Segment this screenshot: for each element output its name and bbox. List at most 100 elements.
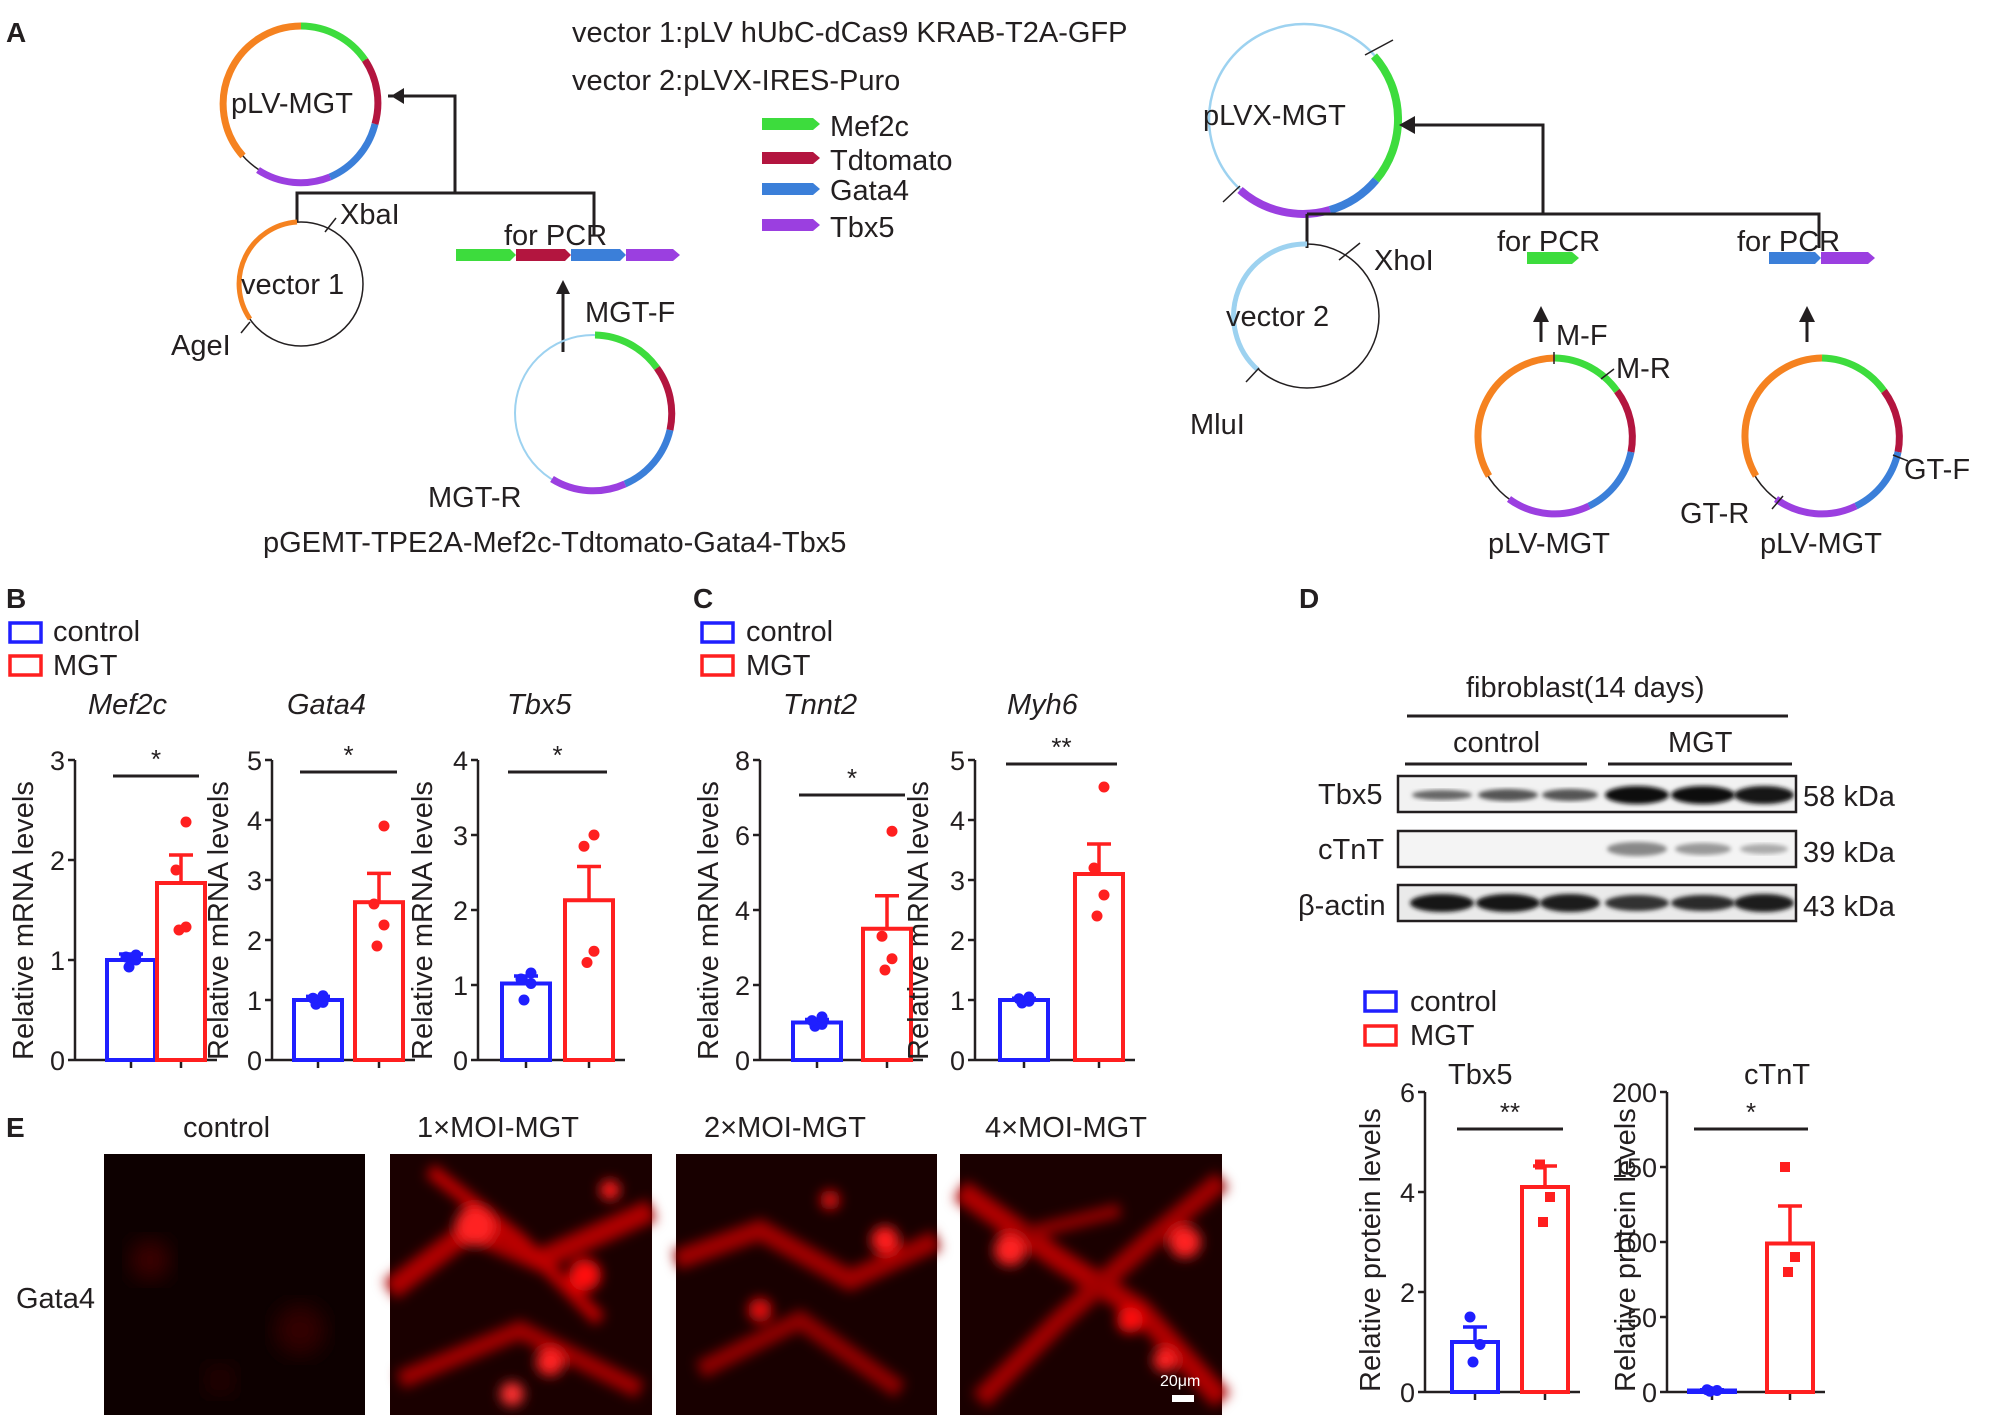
y-tick-label: 4	[950, 806, 965, 836]
data-point	[1023, 991, 1035, 1003]
blot-row-ctnt: cTnT 39 kDa	[1318, 829, 1896, 869]
blot-row-label: cTnT	[1318, 834, 1384, 866]
data-point	[1013, 993, 1025, 1005]
for-pcr-label: for PCR	[504, 220, 607, 252]
segment-purple	[550, 475, 627, 495]
plasmid-vector1: vector 1 XbaI AgeI	[171, 199, 400, 362]
data-point	[879, 964, 891, 976]
plasmid-pgemt: MGT-F MGT-R pGEMT-TPE2A-Mef2c-Tdtomato-G…	[263, 297, 846, 559]
plv-mgt-small-label-1: pLV-MGT	[1488, 528, 1610, 560]
bar-MGT	[563, 898, 615, 1062]
legend-swatch-control	[8, 621, 43, 644]
significance-marker: *	[847, 763, 857, 793]
data-point	[1780, 1162, 1790, 1172]
y-tick-label: 1	[50, 946, 65, 976]
blot-row-size: 39 kDa	[1803, 837, 1896, 869]
scale-bar	[1172, 1395, 1194, 1402]
data-point	[180, 921, 192, 933]
data-point	[130, 949, 142, 961]
data-point	[1088, 862, 1100, 874]
chart-title: cTnT	[1744, 1059, 1810, 1091]
data-point	[123, 961, 135, 973]
data-point	[378, 919, 390, 931]
data-point	[876, 930, 888, 942]
legend-item-tdtomato: Tdtomato	[762, 145, 953, 177]
y-tick-label: 4	[247, 806, 262, 836]
image-control	[104, 1154, 365, 1415]
panel-label-d: D	[1299, 583, 1319, 614]
plasmid-plv-mgt-small-2: GT-F GT-R pLV-MGT	[1680, 354, 1970, 560]
xhoi-label: XhoI	[1374, 245, 1434, 277]
data-point	[886, 953, 898, 965]
pgemt-label: pGEMT-TPE2A-Mef2c-Tdtomato-Gata4-Tbx5	[263, 527, 846, 559]
agei-site-tick	[240, 321, 251, 334]
y-axis-label: Relative mRNA levels	[407, 781, 439, 1060]
plasmid-plv-mgt-small-1: M-F M-R pLV-MGT	[1474, 320, 1671, 560]
data-point	[525, 978, 537, 989]
blot-row-label: Tbx5	[1318, 779, 1382, 811]
legend-label-mgt: MGT	[746, 650, 811, 682]
y-tick-label: 2	[453, 896, 468, 926]
y-tick-label: 1	[247, 986, 262, 1016]
significance-marker: **	[1051, 732, 1071, 762]
blot-row-actin: β-actin 43 kDa	[1298, 883, 1896, 923]
data-point	[1701, 1384, 1713, 1396]
y-tick-label: 2	[247, 926, 262, 956]
data-point	[1545, 1192, 1555, 1202]
y-tick-label: 5	[247, 746, 262, 776]
data-point	[518, 994, 530, 1006]
y-tick-label: 2	[50, 846, 65, 876]
gt-r-label: GT-R	[1680, 498, 1749, 530]
y-tick-label: 4	[453, 746, 468, 776]
data-point	[1464, 1311, 1476, 1323]
data-point	[378, 820, 390, 832]
pcr-product-mef2c: for PCR	[1497, 226, 1600, 264]
vector1-description: vector 1:pLV hUbC-dCas9 KRAB-T2A-GFP	[572, 17, 1128, 49]
legend-label-mgt: MGT	[1410, 1020, 1475, 1052]
segment-purple	[1237, 186, 1332, 218]
significance-marker: *	[1746, 1097, 1756, 1127]
y-axis-label: Relative mRNA levels	[903, 781, 935, 1060]
chart-title: Gata4	[287, 689, 366, 721]
y-tick-label: 0	[950, 1046, 965, 1076]
plasmid-vector2: vector 2 XhoI MluI	[1190, 241, 1434, 441]
segment-green	[1370, 53, 1403, 183]
bar-control	[998, 998, 1050, 1062]
blot-row-size: 58 kDa	[1803, 781, 1896, 813]
chart-title: Tnnt2	[783, 689, 857, 721]
segment-blue	[1328, 177, 1380, 214]
plasmid-plv-mgt: pLV-MGT	[219, 22, 382, 187]
legend-swatch-mgt	[8, 654, 43, 677]
western-blot: fibroblast(14 days) control MGT Tbx5 58 …	[1298, 672, 1896, 923]
legend-label-control: control	[1410, 986, 1497, 1018]
y-axis-label: Relative protein levels	[1610, 1108, 1642, 1392]
y-tick-label: 2	[950, 926, 965, 956]
legend-arrow-mef2c	[762, 118, 820, 130]
scale-bar-label: 20μm	[1160, 1373, 1200, 1390]
segment-green	[300, 22, 368, 63]
legend-arrow-gata4	[762, 183, 820, 195]
vector2-description: vector 2:pLVX-IRES-Puro	[572, 65, 900, 97]
legend-b: control MGT	[8, 616, 140, 682]
xbai-site-tick	[324, 217, 337, 233]
data-point	[816, 1011, 828, 1023]
y-tick-label: 3	[50, 746, 65, 776]
legend-label-mgt: MGT	[53, 650, 118, 682]
chart-title: Mef2c	[88, 689, 167, 721]
microscopy-panel: control 1×MOI-MGT 2×MOI-MGT 4×MOI-MGT Ga…	[16, 1112, 1231, 1415]
plasmid-plvx-mgt-label: pLVX-MGT	[1203, 100, 1346, 132]
data-point	[371, 940, 383, 952]
panel-label-c: C	[693, 583, 713, 614]
data-point	[1098, 781, 1110, 793]
y-tick-label: 8	[735, 746, 750, 776]
bar-control	[500, 981, 552, 1062]
y-tick-label: 6	[735, 821, 750, 851]
y-tick-label: 2	[1400, 1278, 1415, 1308]
significance-marker: **	[1500, 1097, 1520, 1127]
legend-item-mef2c: Mef2c	[762, 111, 909, 143]
chart-title: Tbx5	[1448, 1059, 1512, 1091]
y-tick-label: 4	[735, 896, 750, 926]
legend-swatch-control	[700, 621, 735, 644]
